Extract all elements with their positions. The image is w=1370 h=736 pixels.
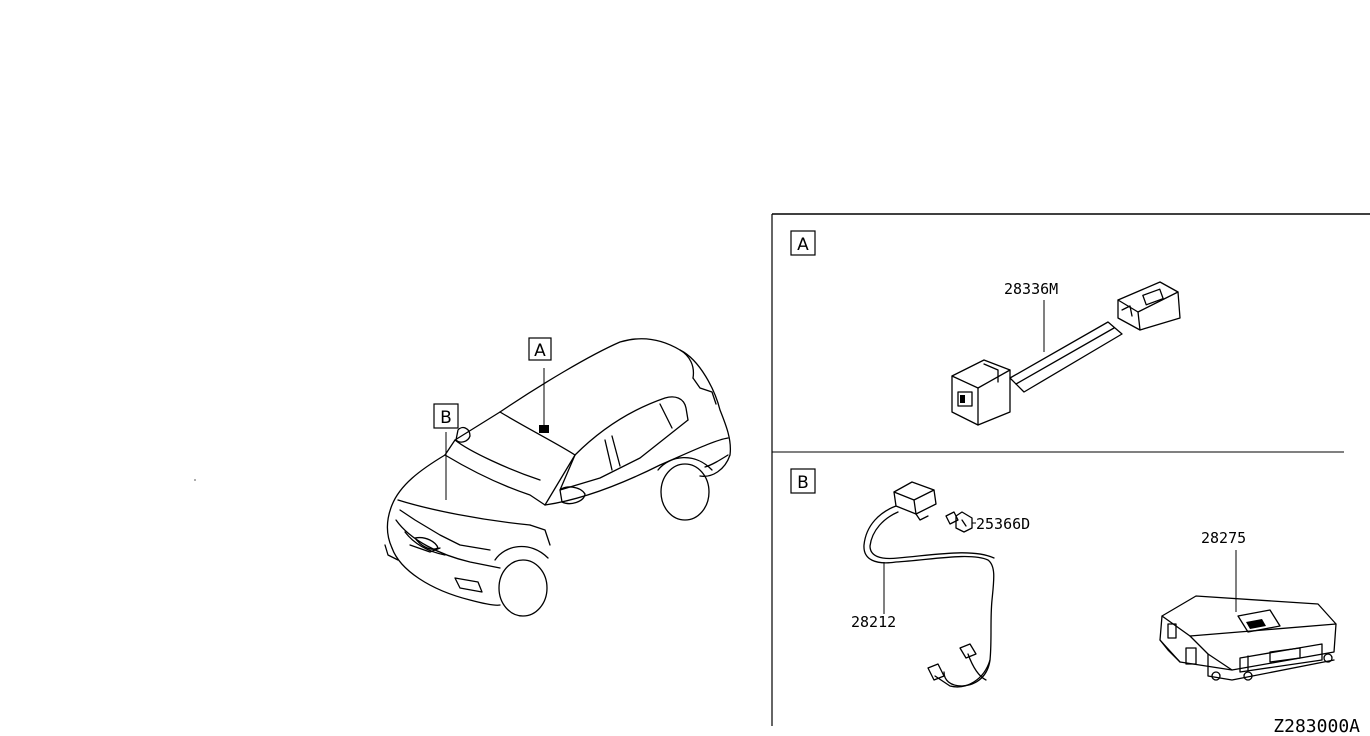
svg-text:28212: 28212	[851, 613, 896, 631]
section-frames	[771, 213, 1370, 726]
diagram-code: Z283000A	[1273, 716, 1360, 736]
svg-text:28336M: 28336M	[1004, 280, 1058, 298]
part-28336m: 28336M	[1004, 280, 1058, 352]
antenna-harness-icon	[194, 479, 995, 688]
vehicle-illustration	[384, 338, 732, 617]
svg-text:A: A	[797, 235, 809, 255]
part-28275: 28275	[1201, 529, 1246, 612]
svg-text:25366D: 25366D	[976, 515, 1030, 533]
section-b-label: B	[790, 468, 816, 494]
section-a-label: A	[790, 230, 816, 256]
svg-text:28275: 28275	[1201, 529, 1246, 547]
svg-text:A: A	[534, 341, 546, 361]
part-28212: 28212	[851, 562, 896, 631]
control-unit-icon	[1159, 595, 1337, 681]
vehicle-label-a: A	[528, 337, 552, 425]
svg-text:B: B	[797, 473, 809, 493]
vehicle-label-b: B	[433, 403, 459, 500]
location-marker-a	[539, 425, 549, 433]
svg-text:B: B	[440, 408, 452, 428]
usb-harness-icon	[951, 281, 1181, 426]
clip-icon	[945, 511, 976, 533]
part-25366d: 25366D	[976, 515, 1030, 533]
